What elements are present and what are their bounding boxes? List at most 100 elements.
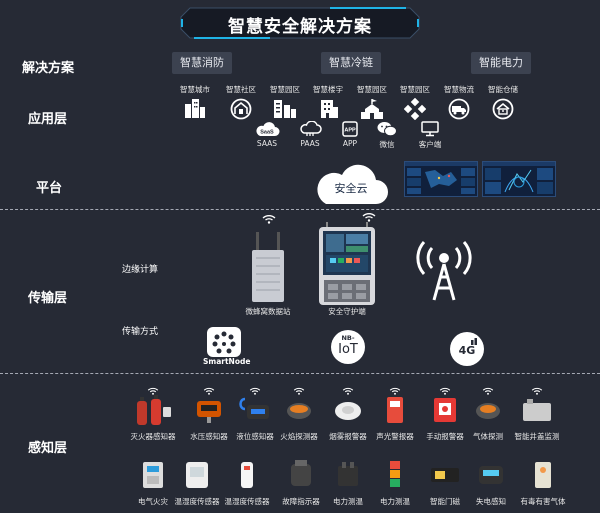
signal-tower-light-icon [390, 461, 400, 487]
svg-text:APP: APP [344, 128, 356, 134]
nb-iot-top-label: NB- [341, 334, 355, 342]
sensor-manhole-cover[interactable]: 智能井盖监测 [504, 387, 570, 442]
wifi-icon [203, 387, 215, 395]
sensor-fault-indicator[interactable]: 故障指示器 [268, 460, 334, 507]
terminal-label: 安全守护端 [328, 307, 366, 316]
wifi-icon [531, 387, 543, 395]
power-loss-sensor-icon [479, 466, 503, 484]
sensor-manual-alarm[interactable]: 手动报警器 [412, 387, 478, 442]
smartnode-label: SmartNode [203, 357, 251, 366]
app-item-label: 智能仓储 [488, 85, 518, 94]
flame-detector-icon [287, 403, 311, 419]
temp-humidity-sensor-icon [186, 462, 208, 488]
app-item-label: 智慧园区 [270, 85, 300, 94]
sensor-label: 电力测温 [333, 497, 363, 506]
sensor-label: 电力测温 [380, 497, 410, 506]
platform-item-label: SAAS [256, 139, 278, 148]
gateway-label: 微蜂窝数据站 [245, 307, 291, 316]
sensor-temp-humidity-1[interactable]: 温湿度传感器 [164, 460, 230, 507]
transmission-method-label: 传输方式 [122, 327, 159, 337]
sensor-label: 灭火器感知器 [130, 432, 176, 441]
platform-item-wechat[interactable]: 微信 [367, 121, 407, 150]
wifi-icon [249, 387, 261, 395]
sensor-power-loss[interactable]: 失电感知 [458, 460, 524, 507]
app-item-label: 智慧社区 [226, 85, 256, 94]
sound-light-alarm-icon [387, 397, 403, 423]
fire-extinguisher-icon [137, 395, 171, 425]
sensor-smoke-alarm[interactable]: 烟雾报警器 [315, 387, 381, 442]
platform-item-client[interactable]: 客户端 [410, 121, 450, 150]
sensor-label: 火焰探测器 [280, 432, 318, 441]
app-item-label: 智慧园区 [400, 85, 430, 94]
wifi-icon [147, 387, 159, 395]
manhole-cover-sensor-icon [523, 399, 551, 421]
dashboard-screen-1 [404, 161, 478, 197]
sensor-power-temp-2[interactable]: 电力测温 [362, 460, 428, 507]
wechat-icon [377, 122, 397, 137]
platform-item-app[interactable]: APP APP [330, 121, 370, 148]
layer-label-solution: 解决方案 [22, 61, 75, 76]
sensor-gas-detection[interactable]: 气体探测 [455, 387, 521, 442]
app-item-label: 智慧物流 [444, 85, 474, 94]
sensor-door-magnet[interactable]: 智能门磁 [412, 460, 478, 507]
security-terminal-device [319, 222, 375, 305]
sensor-label: 水压感知器 [190, 432, 228, 441]
sensor-label: 温湿度传感器 [174, 497, 220, 506]
solution-coldchain-button[interactable]: 智慧冷链 [321, 52, 381, 74]
delivery-truck-icon [448, 98, 470, 120]
app-item-label: 智慧楼宇 [313, 85, 343, 94]
app-item-school[interactable]: 智慧园区 [347, 84, 397, 120]
wifi-icon [262, 215, 276, 224]
sensor-toxic-gas[interactable]: 有毒有害气体 [510, 460, 576, 507]
cloud-label: 安全云 [334, 182, 368, 195]
temp-humidity-sensor-icon [241, 462, 253, 488]
platform-item-saas[interactable]: SaaS SAAS [247, 121, 287, 148]
page-title: 智慧安全解决方案 [228, 17, 372, 37]
sensor-flame-detector[interactable]: 火焰探测器 [266, 387, 332, 442]
solution-power-button[interactable]: 智能电力 [471, 52, 531, 74]
sensor-fire-extinguisher[interactable]: 灭火器感知器 [120, 387, 186, 442]
city-buildings-icon [185, 99, 205, 118]
app-item-building[interactable]: 智慧楼宇 [303, 84, 353, 118]
divider-platform-transport [0, 209, 600, 210]
wifi-icon [482, 387, 494, 395]
toxic-gas-sensor-icon [535, 462, 551, 488]
sensor-water-pressure[interactable]: 水压感知器 [176, 387, 242, 442]
app-item-logistics[interactable]: 智慧物流 [434, 84, 484, 120]
app-icon: APP [342, 121, 358, 137]
app-item-park-2[interactable]: 智慧园区 [390, 84, 440, 120]
solution-fire-button[interactable]: 智慧消防 [172, 52, 232, 74]
sensor-label: 烟雾报警器 [329, 432, 367, 441]
sensor-electrical-fire[interactable]: 电气火灾 [120, 460, 186, 507]
platform-item-label: PAAS [300, 139, 320, 148]
app-item-park[interactable]: 智慧园区 [260, 84, 310, 118]
sensor-temp-humidity-2[interactable]: 温湿度传感器 [214, 460, 280, 507]
sensor-label: 有毒有害气体 [520, 497, 566, 506]
paas-cloud-icon [300, 121, 322, 136]
title-frame [180, 7, 420, 39]
sensor-label: 气体探测 [473, 432, 503, 441]
sensor-liquid-level[interactable]: 液位感知器 [222, 387, 288, 442]
gas-detector-icon [476, 403, 500, 419]
fault-indicator-icon [291, 460, 311, 486]
manual-alarm-icon [434, 398, 456, 422]
app-item-city[interactable]: 智慧城市 [170, 84, 220, 118]
door-magnet-sensor-icon [431, 468, 459, 482]
sensor-label: 失电感知 [476, 497, 506, 506]
school-building-icon [361, 99, 383, 119]
sensor-label: 智能井盖监测 [514, 432, 560, 441]
nb-iot-badge [331, 330, 365, 364]
platform-item-paas[interactable]: PAAS [290, 121, 330, 148]
saas-cloud-icon: SaaS [256, 122, 280, 136]
monitor-icon [421, 121, 439, 137]
sensor-label: 温湿度传感器 [224, 497, 270, 506]
layer-label-platform: 平台 [36, 181, 63, 196]
sensor-sound-light-alarm[interactable]: 声光警报器 [362, 387, 428, 442]
app-item-community[interactable]: 智慧社区 [216, 84, 266, 120]
warehouse-home-icon [492, 98, 514, 120]
park-buildings-icon [274, 100, 296, 118]
sensor-power-temp-1[interactable]: 电力测温 [315, 460, 381, 507]
svg-text:SaaS: SaaS [260, 130, 274, 136]
diamond-grid-icon [404, 98, 426, 120]
app-item-warehouse[interactable]: 智能仓储 [478, 84, 528, 120]
